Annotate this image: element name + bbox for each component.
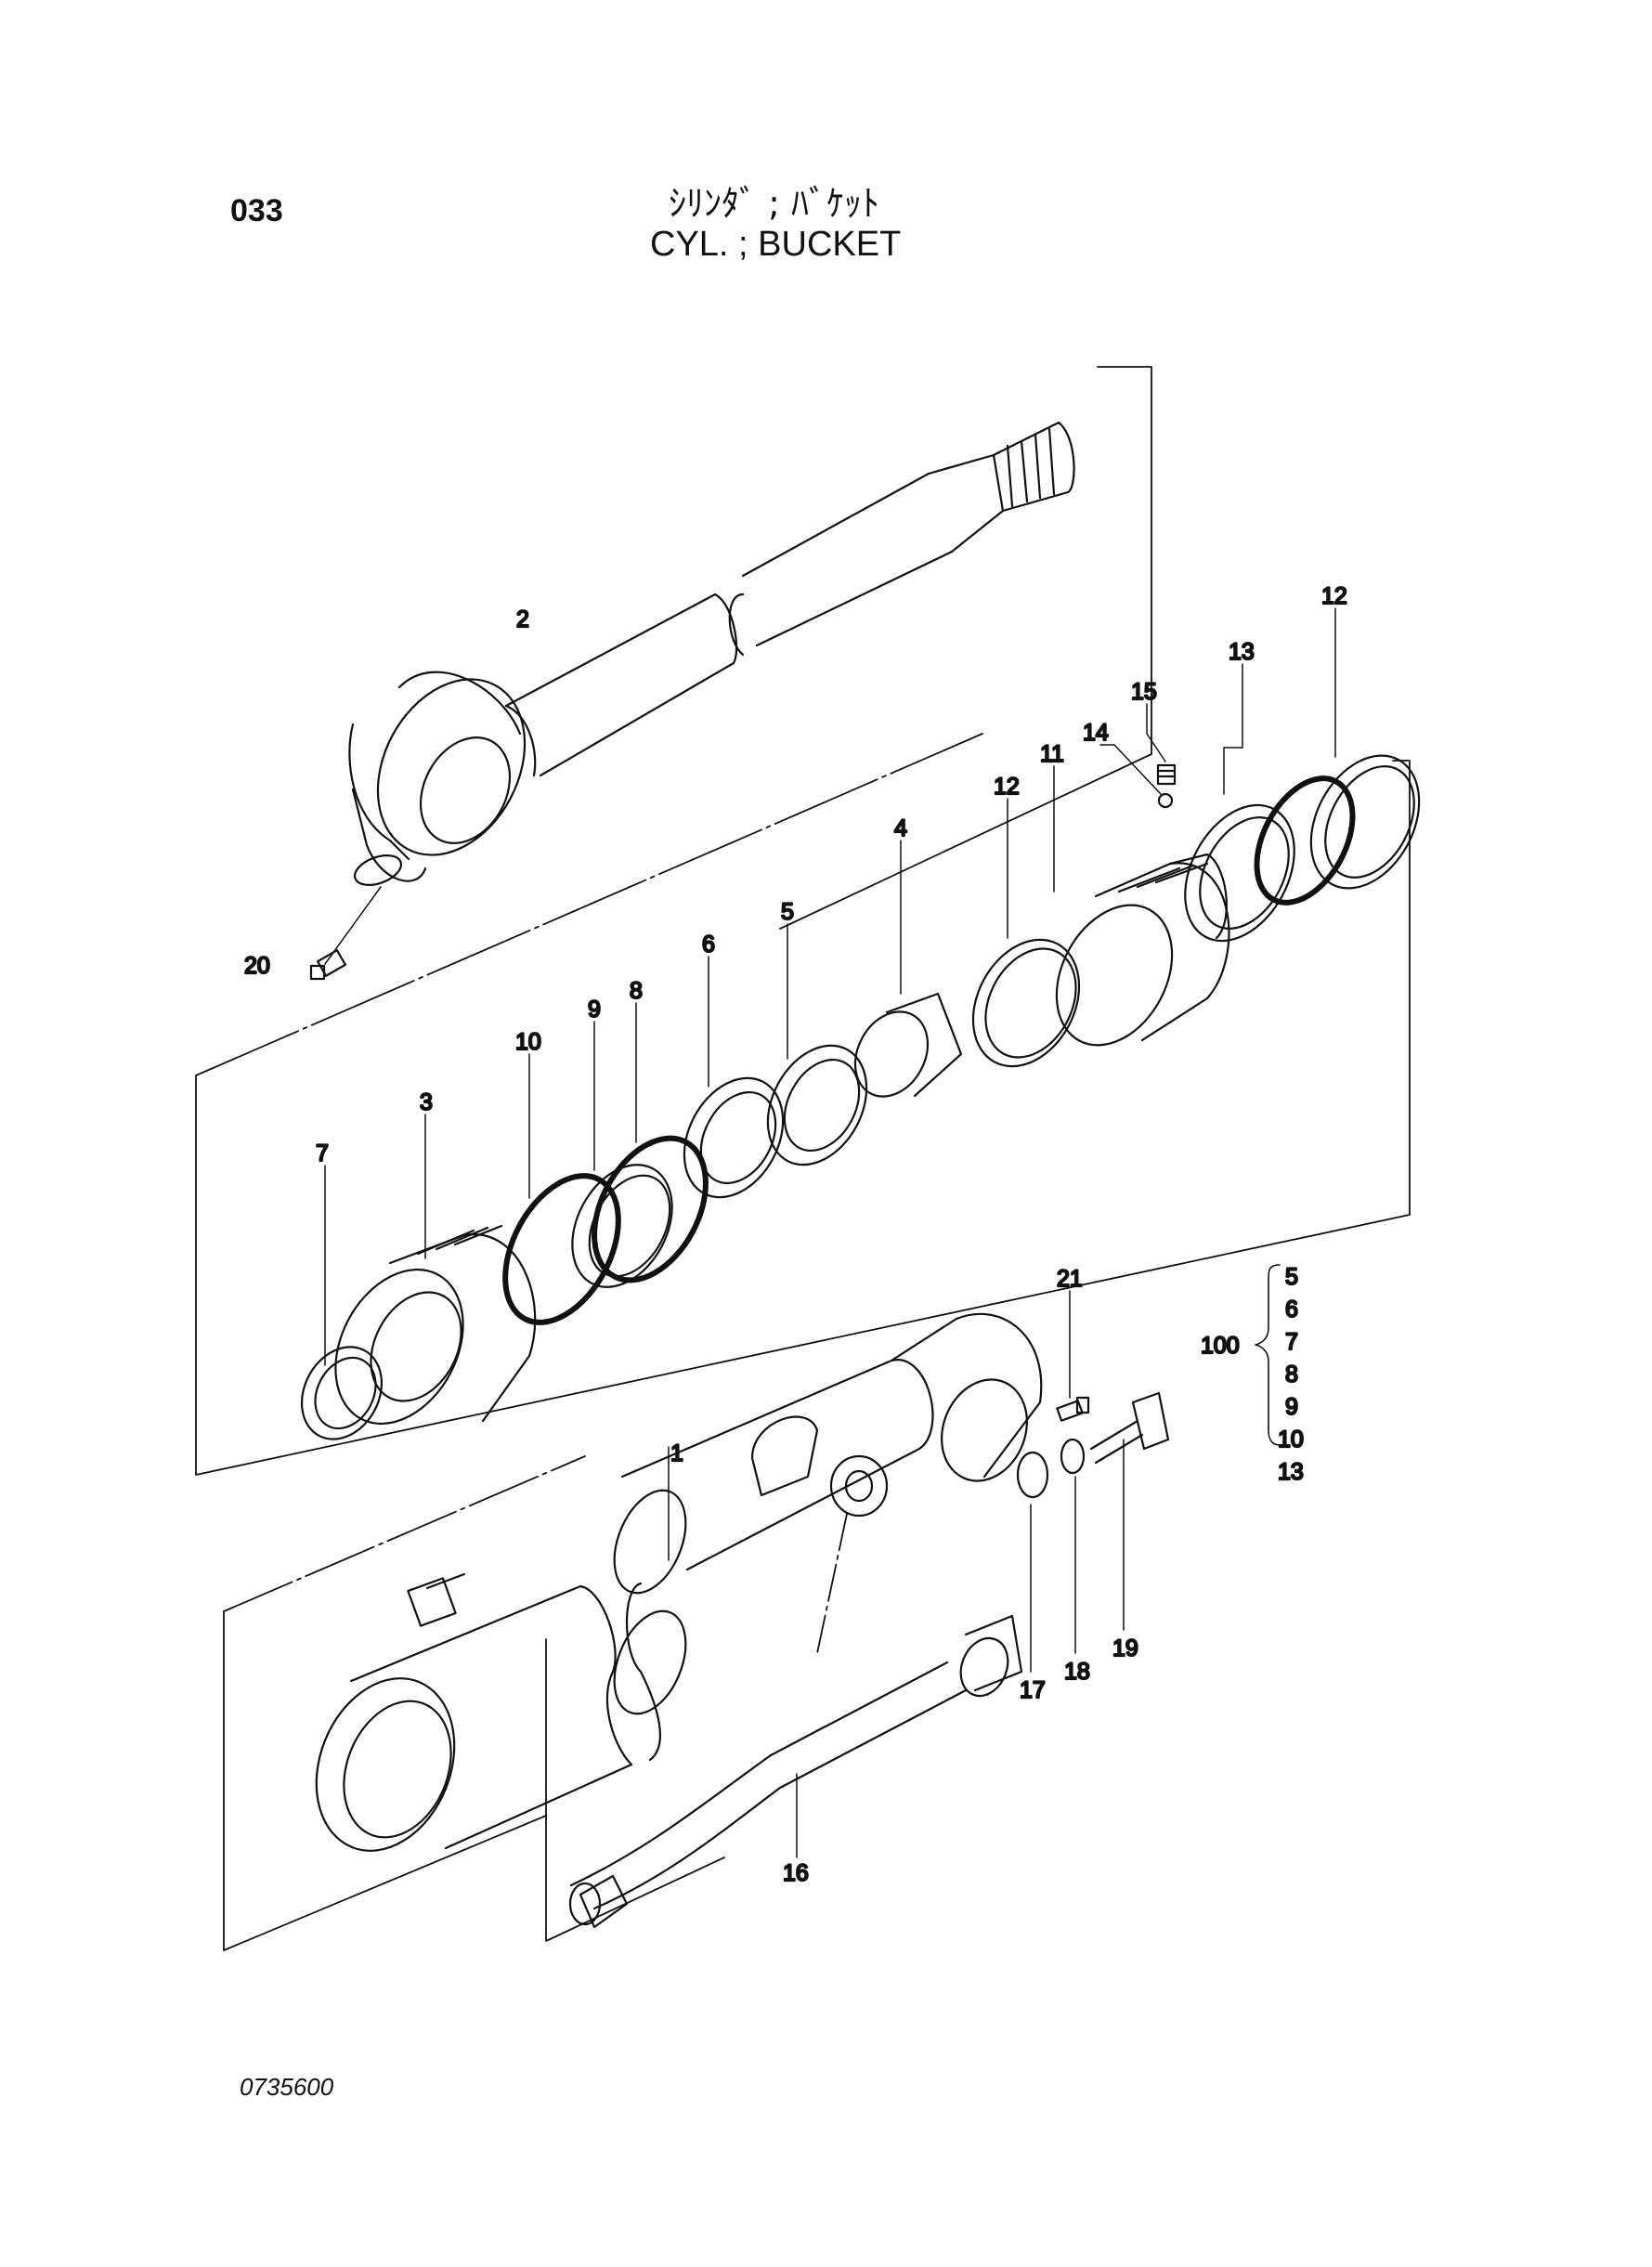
callout-1: 1 <box>670 1440 683 1466</box>
wear-ring-12b <box>1309 754 1421 890</box>
callout-8: 8 <box>630 978 643 1004</box>
callout-7: 7 <box>316 1140 329 1166</box>
title-english: CYL. ; BUCKET <box>650 225 902 264</box>
kit-item: 5 <box>1285 1264 1298 1290</box>
kit-item: 9 <box>1285 1394 1298 1420</box>
grease-nipple-21 <box>1056 1396 1090 1422</box>
callout-5: 5 <box>781 899 794 925</box>
o-ring-13 <box>1254 775 1356 905</box>
lower-group-frame <box>223 1455 848 1951</box>
seal-6 <box>683 1076 785 1199</box>
dust-seal-7 <box>300 1346 384 1440</box>
bolt-19 <box>1089 1391 1170 1465</box>
kit-item: 13 <box>1278 1459 1304 1485</box>
callout-21: 21 <box>1057 1266 1083 1292</box>
grease-nipple-20 <box>309 949 346 981</box>
seal-5 <box>766 1044 868 1166</box>
callout-16: 16 <box>783 1860 809 1886</box>
kit-label: 100 <box>1201 1333 1240 1359</box>
upper-group-frame <box>195 366 1411 1476</box>
page-code: 033 <box>230 193 283 228</box>
piston-rod <box>348 421 1075 886</box>
callout-17: 17 <box>1020 1677 1046 1703</box>
kit-item: 8 <box>1285 1362 1298 1388</box>
callout-20: 20 <box>244 953 270 979</box>
wear-ring-12a <box>971 938 1081 1068</box>
cylinder-head <box>334 1224 537 1426</box>
leader-15 <box>1146 703 1166 762</box>
callout-18: 18 <box>1064 1659 1090 1685</box>
washer-18 <box>1060 1438 1086 1475</box>
callout-12b: 12 <box>1321 583 1347 609</box>
callout-10: 10 <box>515 1029 541 1055</box>
seal-13 <box>1184 803 1295 943</box>
callout-9: 9 <box>588 997 601 1023</box>
o-ring-8 <box>592 1135 709 1283</box>
bushing-4 <box>853 992 963 1098</box>
drawing-code: 0735600 <box>240 2073 334 2101</box>
callout-19: 19 <box>1112 1635 1138 1661</box>
callout-4: 4 <box>894 815 907 841</box>
cylinder-tube <box>315 1312 1043 1852</box>
set-screw-15 <box>1156 763 1177 786</box>
title-japanese: ｼﾘﾝﾀﾞ ; ﾊﾞｹｯﾄ <box>669 183 879 224</box>
leader-14 <box>1099 744 1162 795</box>
callout-6: 6 <box>702 932 715 958</box>
callout-12a: 12 <box>994 774 1020 800</box>
washer-17 <box>1016 1451 1049 1499</box>
callout-2: 2 <box>516 606 529 632</box>
callout-13: 13 <box>1229 639 1255 665</box>
callout-15: 15 <box>1131 679 1157 705</box>
callout-11: 11 <box>1040 741 1064 767</box>
kit-item: 10 <box>1278 1427 1304 1453</box>
kit-bracket <box>1255 1264 1281 1446</box>
steel-ball-14 <box>1157 792 1174 809</box>
callout-3: 3 <box>420 1089 433 1115</box>
hose-16 <box>407 1572 1023 1929</box>
kit-item: 6 <box>1285 1296 1298 1322</box>
leader-13 <box>1223 663 1243 795</box>
kit-item: 7 <box>1285 1329 1298 1355</box>
callout-14: 14 <box>1083 720 1109 746</box>
